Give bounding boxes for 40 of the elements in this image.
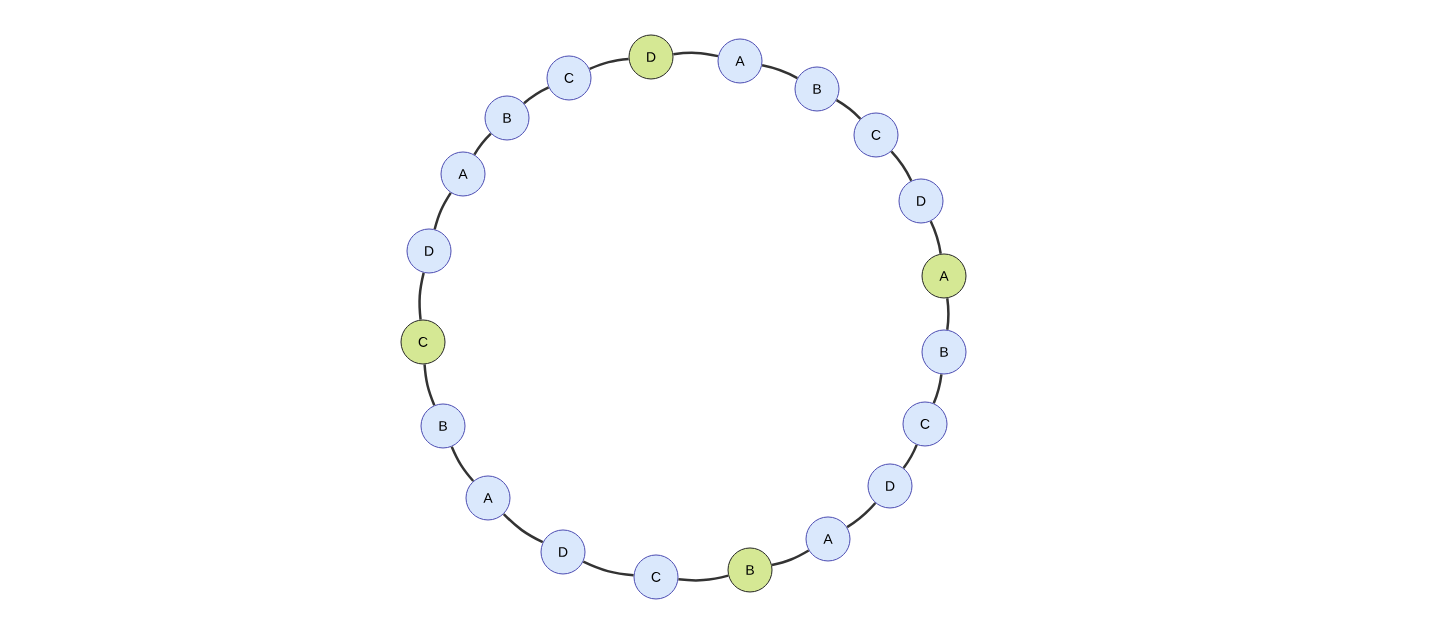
ring-node: A xyxy=(465,475,511,521)
ring-node: B xyxy=(921,329,967,375)
ring-arc xyxy=(902,444,918,469)
ring-arc xyxy=(946,298,950,330)
ring-node: D xyxy=(898,178,944,224)
ring-node: A xyxy=(717,38,763,84)
ring-node: B xyxy=(484,95,530,141)
ring-node: C xyxy=(633,554,679,600)
ring-arc xyxy=(678,574,729,582)
ring-node: C xyxy=(902,401,948,447)
ring-arc xyxy=(673,51,719,58)
ring-node: D xyxy=(406,228,452,274)
ring-arc xyxy=(502,513,544,544)
ring-arc xyxy=(473,132,492,156)
ring-arc xyxy=(846,502,877,529)
ring-arc xyxy=(450,446,475,482)
ring-arc xyxy=(582,560,634,577)
ring-node: A xyxy=(440,151,486,197)
ring-node: C xyxy=(400,319,446,365)
ring-node: C xyxy=(853,112,899,158)
ring-node: A xyxy=(921,253,967,299)
ring-arc xyxy=(418,272,425,320)
ring-node: D xyxy=(628,34,674,80)
ring-node: A xyxy=(805,516,851,562)
ring-node: D xyxy=(867,463,913,509)
ring-arc xyxy=(523,86,550,105)
ring-arc xyxy=(771,549,810,567)
ring-arc xyxy=(589,57,629,71)
ring-node: C xyxy=(546,55,592,101)
ring-arc xyxy=(890,150,913,182)
ring-arc xyxy=(932,374,943,404)
ring-arc xyxy=(835,99,862,120)
ring-node: B xyxy=(727,547,773,593)
ring-node: B xyxy=(794,66,840,112)
ring-arc xyxy=(929,220,942,254)
ring-arc xyxy=(423,364,436,406)
ring-node: B xyxy=(420,403,466,449)
ring-arc xyxy=(433,192,452,230)
ring-arc xyxy=(761,64,798,80)
ring-node: D xyxy=(540,529,586,575)
